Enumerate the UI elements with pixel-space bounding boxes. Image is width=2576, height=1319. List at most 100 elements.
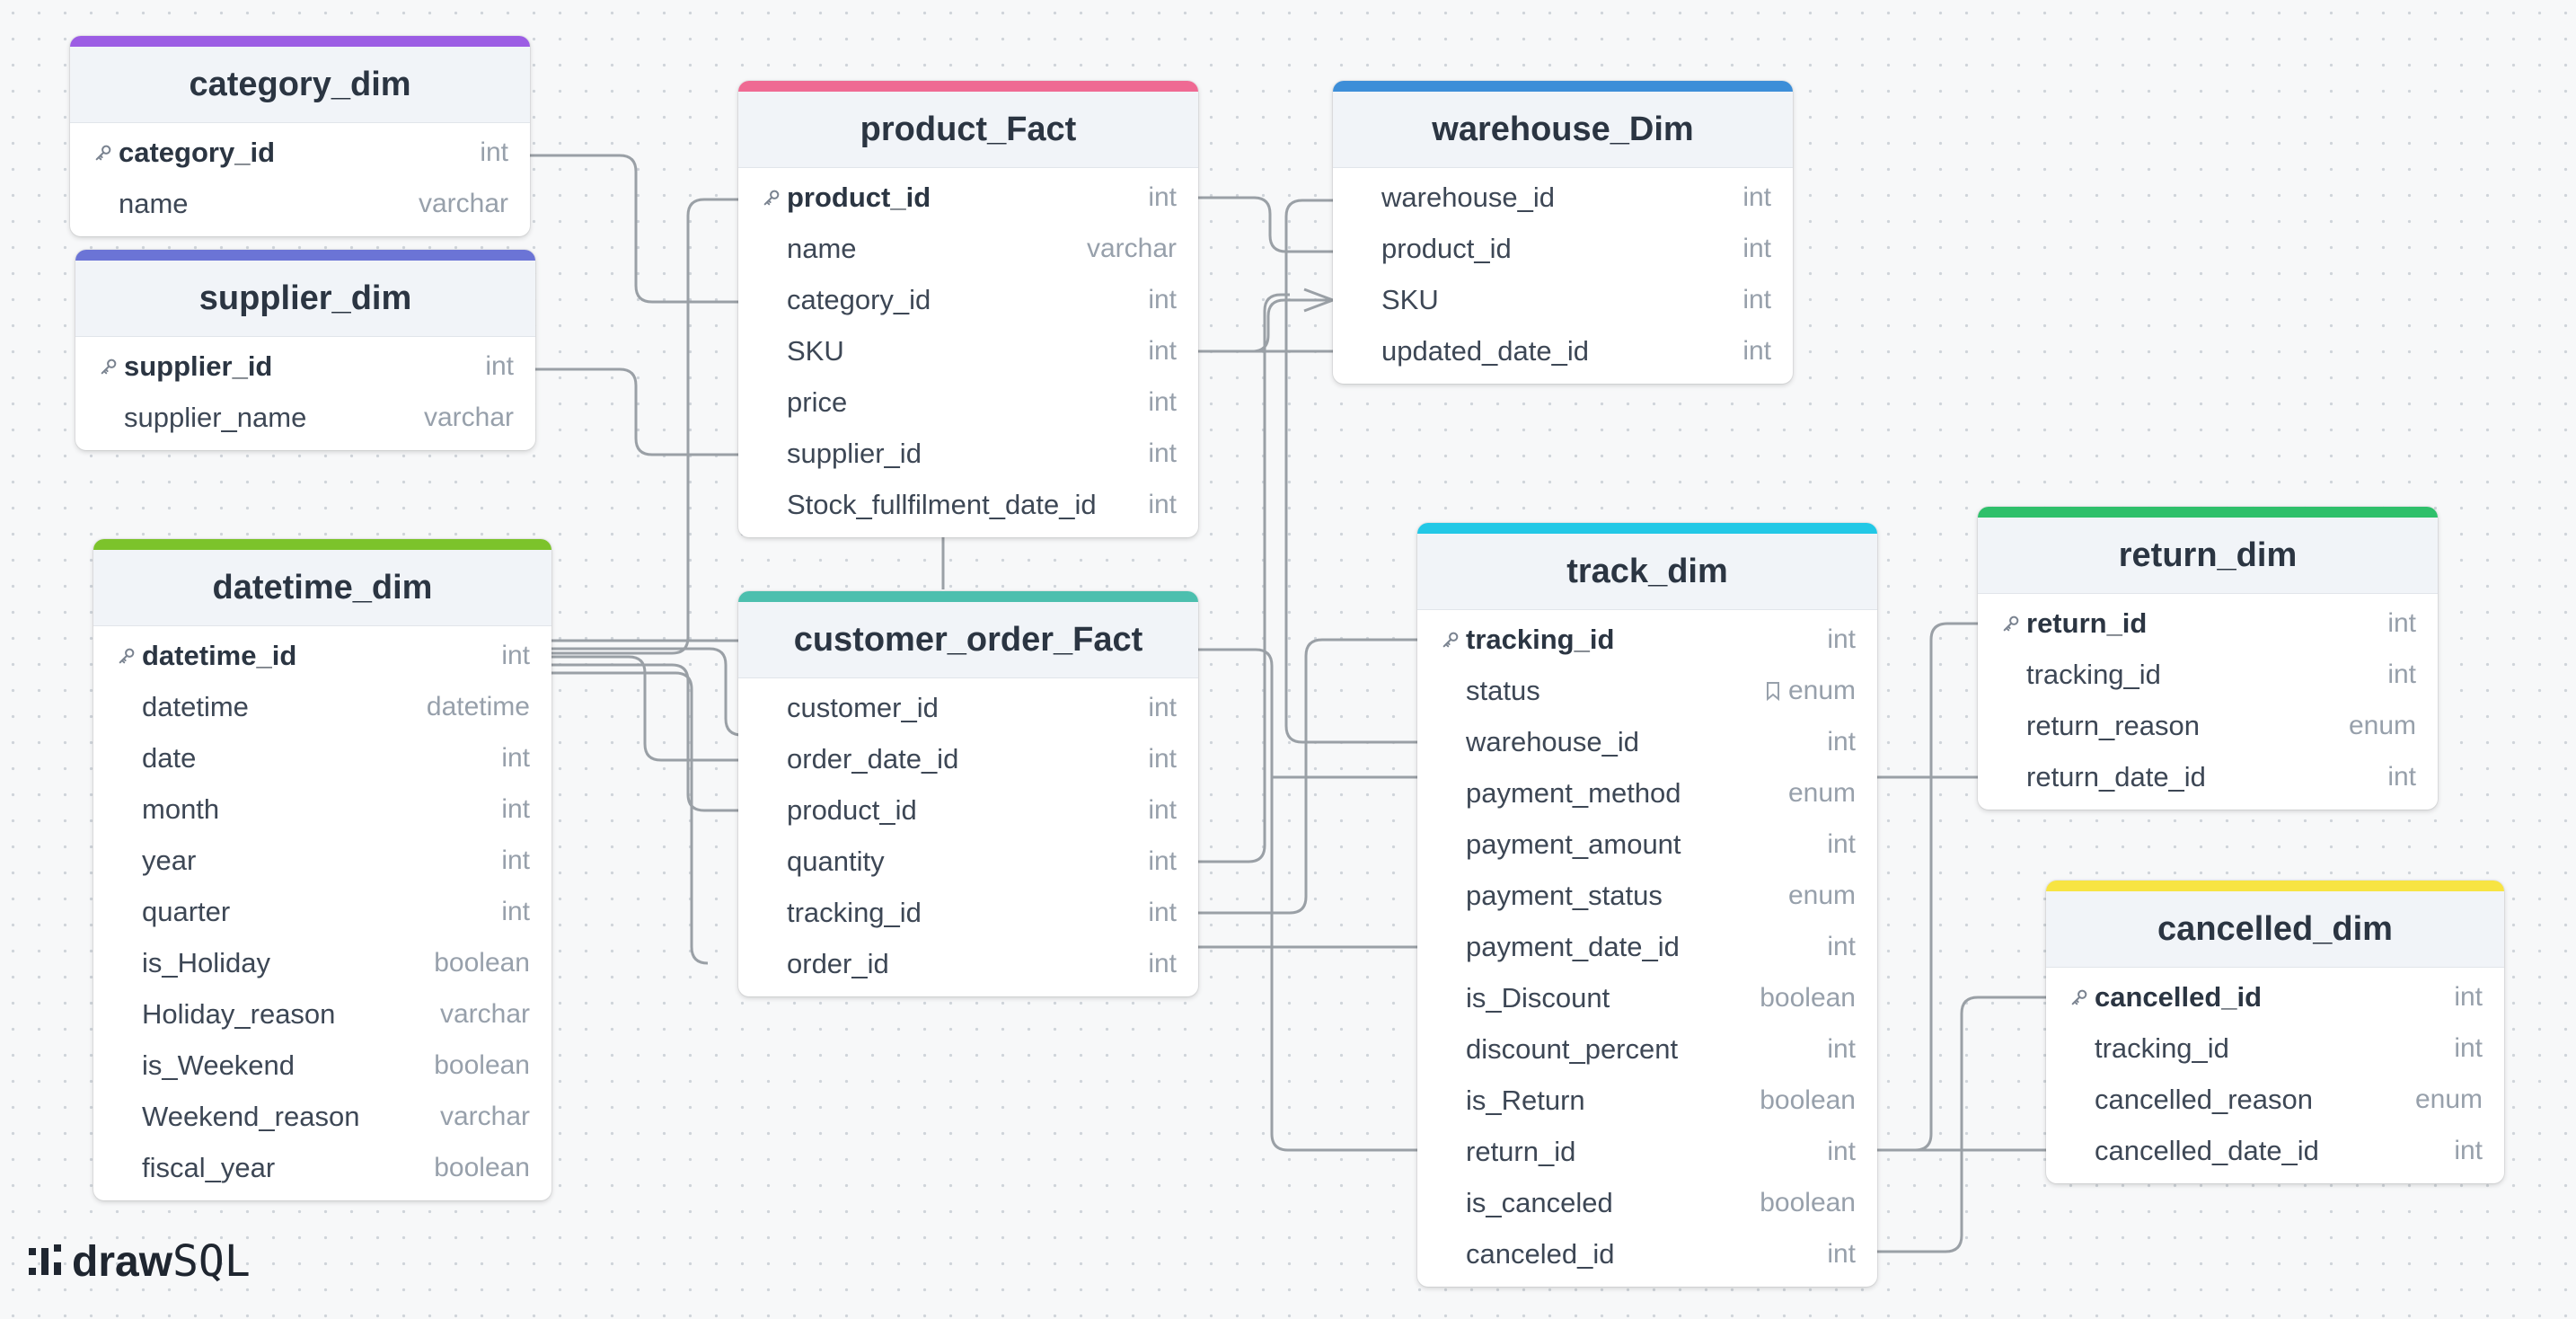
column-name: status <box>1466 674 1540 706</box>
column-row[interactable]: is_Weekend boolean <box>93 1040 551 1091</box>
column-name: is_Weekend <box>142 1049 296 1081</box>
key-icon-slot <box>758 746 785 773</box>
column-name: payment_status <box>1466 879 1663 911</box>
column-name: supplier_id <box>787 437 922 469</box>
column-row[interactable]: datetime datetime <box>93 681 551 732</box>
table-header[interactable]: track_dim <box>1417 523 1877 610</box>
table-title: customer_order_Fact <box>793 620 1143 659</box>
table-header[interactable]: warehouse_Dim <box>1333 81 1793 168</box>
key-icon-slot <box>113 796 140 823</box>
column-name: is_Holiday <box>142 946 271 978</box>
table-header[interactable]: category_dim <box>70 36 530 123</box>
column-row[interactable]: is_Holiday boolean <box>93 937 551 988</box>
table-header[interactable]: datetime_dim <box>93 539 551 626</box>
column-name: datetime_id <box>142 639 297 671</box>
column-name: date <box>142 741 197 774</box>
column-type-wrap: boolean <box>434 948 530 978</box>
column-name: datetime <box>142 690 249 722</box>
table-header[interactable]: cancelled_dim <box>2046 881 2504 968</box>
column-name: Stock_fullfilment_date_id <box>787 488 1097 520</box>
key-icon-slot <box>758 899 785 926</box>
column-type: int <box>1827 624 1856 654</box>
column-type: boolean <box>434 1049 530 1080</box>
table-header[interactable]: return_dim <box>1978 507 2438 594</box>
column-type: boolean <box>1760 1187 1856 1217</box>
table-header[interactable]: supplier_dim <box>75 250 535 337</box>
column-name: product_id <box>787 181 931 213</box>
column-type-wrap: int <box>1148 795 1177 826</box>
primary-key-icon <box>90 139 117 166</box>
column-type-wrap: enum <box>1788 778 1856 809</box>
column-type: int <box>1827 1238 1856 1269</box>
table-header[interactable]: product_Fact <box>738 81 1198 168</box>
key-icon-slot <box>1437 677 1464 704</box>
column-name: quantity <box>787 845 885 877</box>
column-type-wrap: varchar <box>419 189 508 219</box>
table-header[interactable]: customer_order_Fact <box>738 591 1198 678</box>
column-row[interactable]: name varchar <box>70 178 530 229</box>
column-name: name <box>119 187 189 219</box>
column-type-wrap: datetime <box>427 692 530 722</box>
